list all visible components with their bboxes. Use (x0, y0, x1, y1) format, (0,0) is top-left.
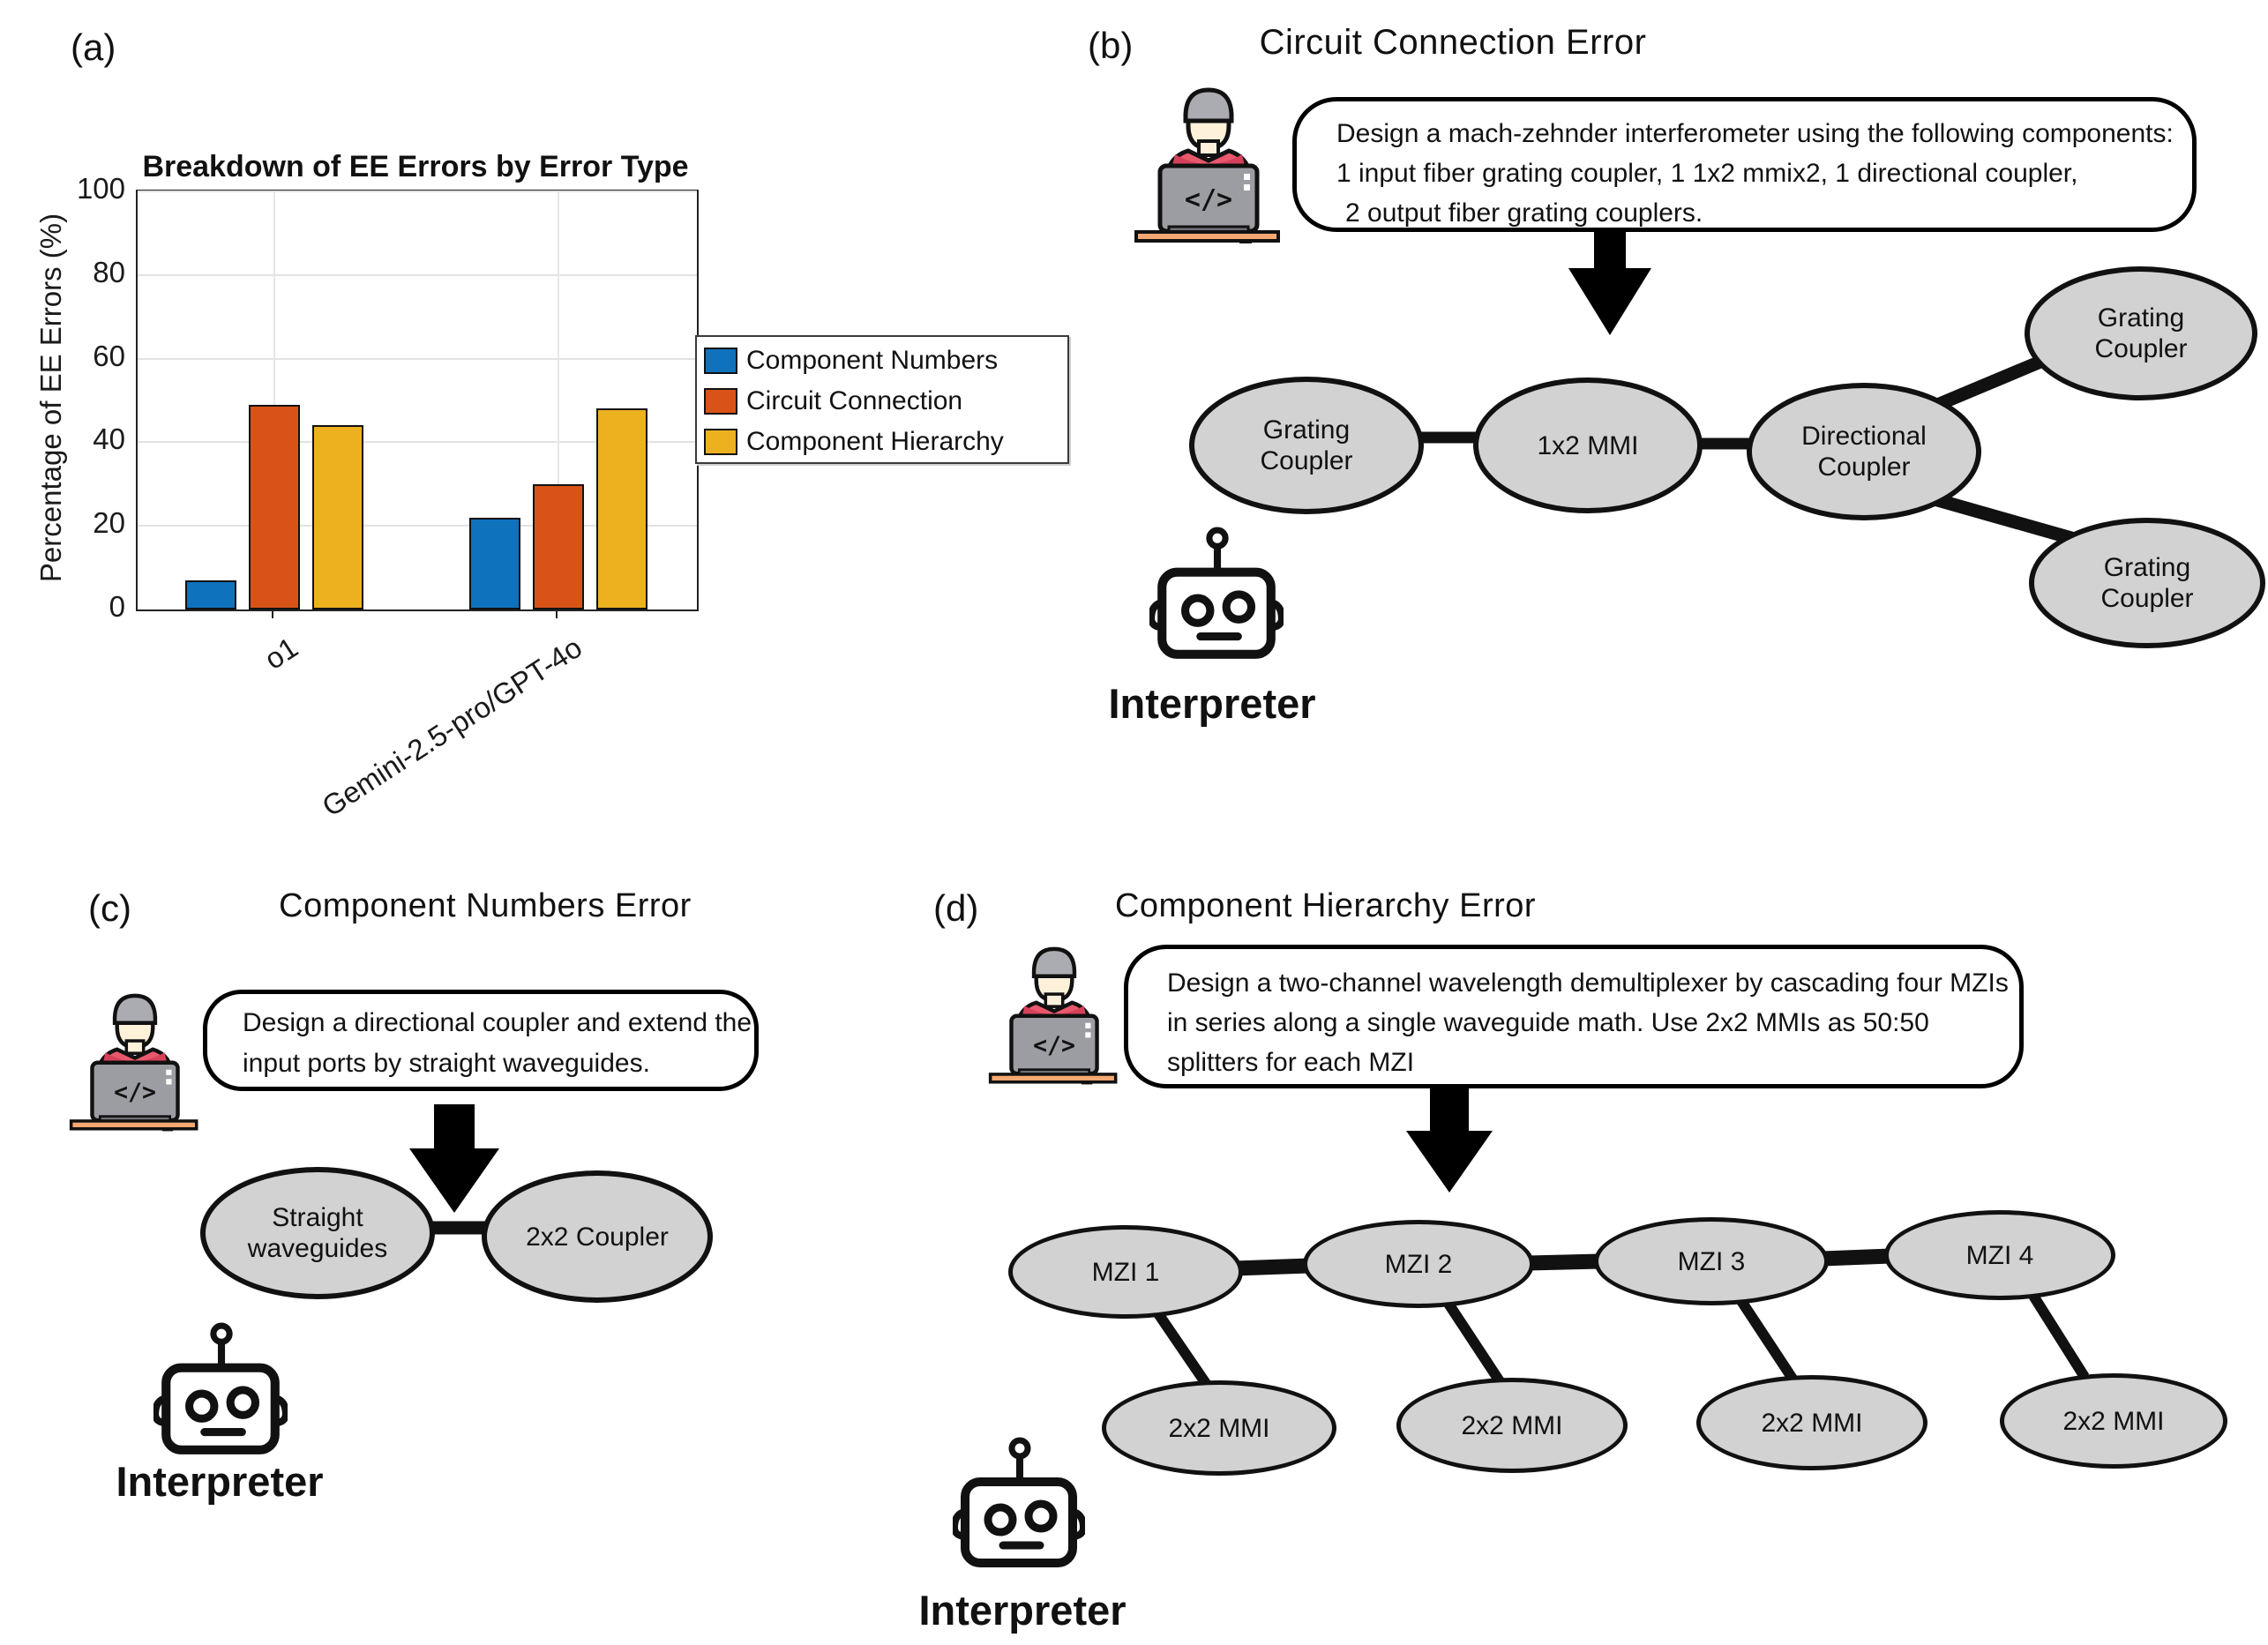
interpreter-label: Interpreter (918, 1587, 1127, 1634)
down-arrow-icon (1406, 1087, 1493, 1193)
gridline (138, 525, 697, 527)
node-directional-coupler: Directional Coupler (1747, 383, 1981, 520)
legend-entry: Circuit Connection (697, 380, 1067, 422)
gridline (138, 441, 697, 444)
person-coder-icon (988, 937, 1120, 1092)
node-straight-waveguides: Straight waveguides (200, 1167, 435, 1299)
panel-b-label: (b) (1088, 25, 1134, 66)
panel-a-label: (a) (71, 26, 116, 68)
panel-d-title: Component Hierarchy Error (1114, 887, 1537, 924)
y-tick-label: 40 (93, 422, 125, 456)
legend-label: Component Hierarchy (746, 427, 1004, 456)
chart-y-axis-label: Percentage of EE Errors (%) (34, 213, 67, 583)
node-2x2-mmi-1: 2x2 MMI (1102, 1380, 1336, 1476)
y-tick-label: 80 (93, 255, 125, 288)
legend-swatch (704, 348, 737, 374)
node-grating-coupler-input: Grating Coupler (1189, 377, 1424, 514)
prompt-bubble: Design a mach-zehnder interferometer usi… (1292, 97, 2197, 232)
chart-plot-area (136, 190, 699, 611)
bar-component-numbers (185, 580, 236, 609)
edge-mzi2-mzi3 (1527, 1253, 1601, 1271)
prompt-line: splitters for each MZI (1167, 1048, 1415, 1077)
legend-entry: Component Numbers (697, 340, 1067, 382)
bar-circuit-connection (533, 484, 584, 609)
prompt-line: Design a directional coupler and extend … (243, 1008, 752, 1037)
gridline (138, 273, 697, 276)
prompt-line: Design a mach-zehnder interferometer usi… (1336, 119, 2174, 148)
person-coder-icon (1133, 85, 1284, 243)
gridline (138, 191, 697, 192)
y-tick-label: 20 (93, 506, 125, 540)
node-grating-coupler-output-top: Grating Coupler (2025, 266, 2257, 400)
robot-interpreter-icon (1149, 526, 1284, 669)
prompt-bubble: Design a two-channel wavelength demultip… (1124, 945, 2024, 1088)
legend-label: Circuit Connection (746, 386, 963, 415)
edge-mzi1-mzi2 (1234, 1258, 1310, 1276)
panel-c-label: (c) (88, 887, 131, 929)
person-coder-icon (69, 983, 201, 1140)
node-mzi-2: MZI 2 (1303, 1220, 1534, 1308)
legend-label: Component Numbers (746, 346, 999, 375)
prompt-line: Design a two-channel wavelength demultip… (1167, 968, 2009, 998)
x-tick (272, 609, 273, 618)
edge-mzi3-mmi3 (1736, 1297, 1798, 1382)
interpreter-label: Interpreter (1108, 680, 1316, 727)
robot-interpreter-icon (153, 1321, 288, 1464)
down-arrow-icon (409, 1104, 499, 1213)
prompt-line: input ports by straight waveguides. (243, 1049, 650, 1078)
prompt-line: 1 input fiber grating coupler, 1 1x2 mmi… (1336, 159, 2078, 188)
edge-mzi4-mmi4 (2028, 1292, 2090, 1380)
prompt-line: in series along a single waveguide math.… (1167, 1008, 1929, 1037)
edge-mzi2-mmi2 (1443, 1300, 1505, 1385)
x-tick (556, 609, 558, 618)
bar-component-numbers (469, 518, 520, 609)
gridline (138, 357, 697, 360)
y-tick-label: 60 (93, 339, 125, 372)
down-arrow-icon (1568, 226, 1651, 335)
node-mzi-4: MZI 4 (1884, 1210, 2115, 1300)
interpreter-label: Interpreter (116, 1458, 324, 1505)
edge-mzi1-mmi1 (1151, 1306, 1211, 1388)
y-tick-label: 100 (76, 172, 125, 205)
legend-swatch (704, 388, 737, 415)
panel-b-title: Circuit Connection Error (1259, 23, 1647, 62)
node-mzi-3: MZI 3 (1594, 1217, 1829, 1305)
robot-interpreter-icon (953, 1436, 1085, 1577)
bar-component-hierarchy (596, 408, 647, 609)
panel-c-title: Component Numbers Error (279, 887, 692, 924)
node-2x2-mmi-4: 2x2 MMI (2000, 1373, 2227, 1469)
y-tick-label: 0 (109, 590, 125, 623)
node-grating-coupler-output-bottom: Grating Coupler (2029, 518, 2265, 648)
node-2x2-coupler: 2x2 Coupler (482, 1170, 713, 1303)
bar-circuit-connection (249, 405, 300, 609)
node-2x2-mmi-3: 2x2 MMI (1696, 1375, 1927, 1470)
node-1x2-mmi: 1x2 MMI (1473, 378, 1703, 513)
panel-d-label: (d) (933, 887, 979, 929)
prompt-bubble: Design a directional coupler and extend … (203, 990, 759, 1091)
legend-entry: Component Hierarchy (697, 421, 1067, 463)
gridline (273, 191, 275, 609)
legend-swatch (704, 429, 737, 455)
node-mzi-1: MZI 1 (1008, 1225, 1243, 1319)
gridline (558, 191, 559, 609)
chart-title: Breakdown of EE Errors by Error Type (142, 150, 689, 183)
node-2x2-mmi-2: 2x2 MMI (1396, 1378, 1628, 1473)
bar-component-hierarchy (312, 425, 363, 609)
prompt-line: 2 output fiber grating couplers. (1345, 198, 1703, 228)
edge-mzi3-mzi4 (1822, 1248, 1891, 1267)
